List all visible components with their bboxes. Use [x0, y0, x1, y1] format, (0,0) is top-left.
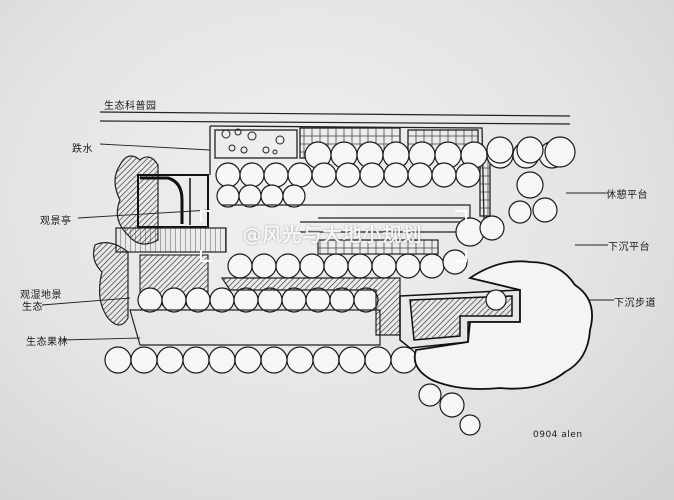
- tree-canopy: [209, 287, 235, 313]
- tree-canopy: [353, 287, 379, 313]
- tree-canopy: [282, 184, 306, 208]
- tree-canopy: [215, 162, 241, 188]
- tree-canopy: [312, 346, 340, 374]
- tree-canopy: [185, 287, 211, 313]
- tree-canopy: [299, 253, 325, 279]
- tree-canopy: [216, 184, 240, 208]
- tree-canopy: [390, 346, 418, 374]
- tree-canopy: [275, 253, 301, 279]
- tree-canopy: [182, 346, 210, 374]
- tree-canopy: [455, 162, 481, 188]
- tree-canopy: [130, 346, 158, 374]
- watermark-corner-tl: [200, 210, 212, 222]
- top-road: [99, 111, 571, 125]
- label-wetland-view: 观湿地景: [20, 290, 62, 301]
- tree-canopy: [233, 287, 259, 313]
- label-wetland-line2: 生态: [22, 302, 43, 313]
- watermark-corner-bl: [200, 250, 212, 262]
- tree-canopy: [383, 162, 409, 188]
- tree-canopy: [395, 253, 421, 279]
- tree-canopy: [227, 253, 253, 279]
- tree-canopy: [257, 287, 283, 313]
- label-eco-forest: 生态果林: [26, 337, 68, 348]
- central-terraces: [129, 204, 471, 346]
- tree-canopy: [371, 253, 397, 279]
- pond: [413, 260, 593, 390]
- tree-canopy: [286, 346, 314, 374]
- right-trees: [418, 136, 576, 436]
- tree-canopy: [287, 162, 313, 188]
- tree-canopy: [407, 162, 433, 188]
- tree-canopy: [338, 346, 366, 374]
- watermark-corner-tr: [455, 210, 467, 222]
- tree-canopy: [311, 162, 337, 188]
- watermark-corner-br: [455, 250, 467, 262]
- tree-canopy: [347, 253, 373, 279]
- tree-canopy: [305, 287, 331, 313]
- wooden-boardwalk: [115, 227, 227, 253]
- tree-canopy: [329, 287, 355, 313]
- tree-canopy: [208, 346, 236, 374]
- tree-canopy: [260, 184, 284, 208]
- label-eco-garden: 生态科普园: [104, 101, 157, 112]
- tree-canopy: [281, 287, 307, 313]
- tree-canopy: [263, 162, 289, 188]
- tree-canopy: [161, 287, 187, 313]
- label-sunken-platform: 下沉平台: [608, 242, 650, 253]
- tree-canopy: [419, 253, 445, 279]
- artist-signature: 0904 alen: [533, 430, 583, 440]
- label-viewing-pavilion: 观景亭: [40, 216, 72, 227]
- tree-canopy: [137, 287, 163, 313]
- label-rest-platform: 休憩平台: [606, 190, 648, 201]
- tree-canopy: [234, 346, 262, 374]
- tree-canopy: [104, 346, 132, 374]
- rock-cluster: [221, 128, 285, 155]
- leader-lines: [41, 143, 614, 341]
- label-water-feature: 跌水: [72, 144, 93, 155]
- tree-canopy: [251, 253, 277, 279]
- tree-canopy: [239, 162, 265, 188]
- tree-canopy: [364, 346, 392, 374]
- tree-canopy: [156, 346, 184, 374]
- tree-canopy: [335, 162, 361, 188]
- label-sunken-path: 下沉步道: [614, 298, 656, 309]
- tree-canopy: [431, 162, 457, 188]
- tree-canopy: [260, 346, 288, 374]
- tree-canopy: [323, 253, 349, 279]
- watermark: @风光与大地小规划: [242, 224, 423, 246]
- tree-canopy: [359, 162, 385, 188]
- tree-canopy: [238, 184, 262, 208]
